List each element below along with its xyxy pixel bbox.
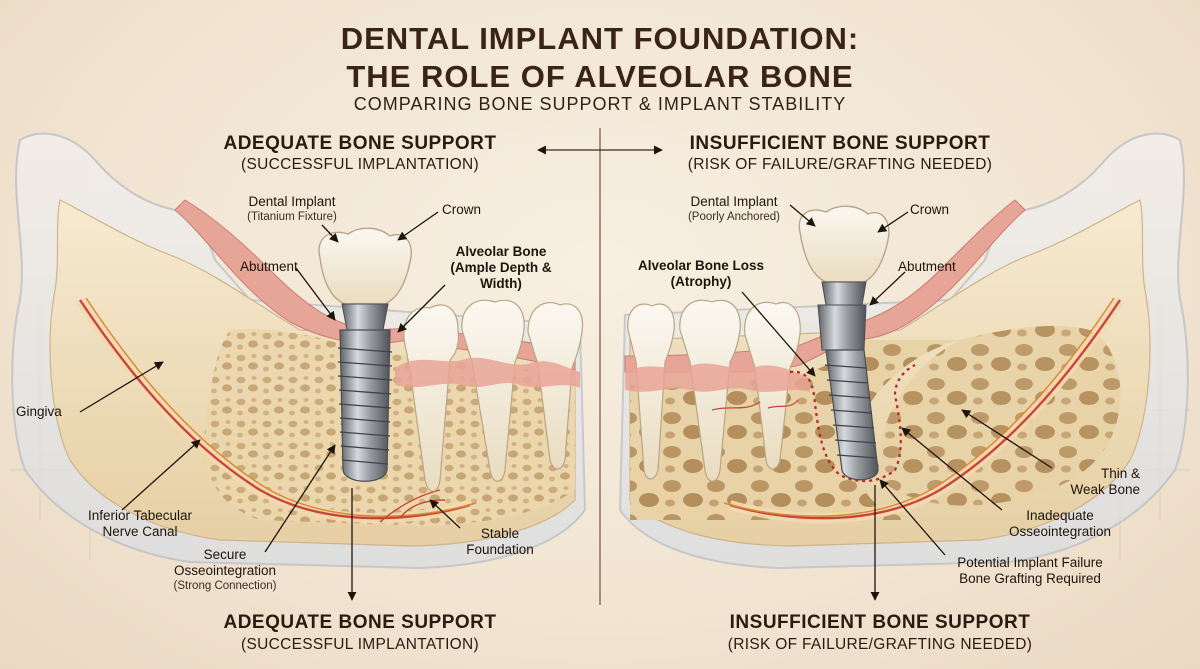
right-jaw [618, 132, 1189, 601]
right-subheading: (RISK OF FAILURE/GRAFTING NEEDED) [687, 156, 993, 173]
label-gingiva: Gingiva [16, 404, 62, 419]
label-thin-weak-bone: Thin & Weak Bone [1070, 466, 1140, 497]
left-footer-subheading: (SUCCESSFUL IMPLANTATION) [240, 636, 479, 653]
left-natural-teeth [403, 299, 584, 492]
title-line-2: THE ROLE OF ALVEOLAR BONE [346, 59, 854, 94]
label-crown-right: Crown [910, 202, 950, 217]
label-crown-left: Crown [442, 202, 482, 217]
right-heading: INSUFFICIENT BONE SUPPORT [689, 133, 991, 154]
label-secure-osseointegration: Secure Osseointegration (Strong Connecti… [173, 547, 277, 592]
label-inadequate-osseointegration: Inadequate Osseointegration [1008, 508, 1112, 539]
right-footer-subheading: (RISK OF FAILURE/GRAFTING NEEDED) [727, 636, 1033, 653]
right-footer-heading: INSUFFICIENT BONE SUPPORT [729, 612, 1031, 633]
label-abutment-left: Abutment [240, 259, 298, 274]
left-subheading: (SUCCESSFUL IMPLANTATION) [240, 156, 479, 173]
subtitle: COMPARING BONE SUPPORT & IMPLANT STABILI… [353, 94, 847, 114]
label-alveolar-bone: Alveolar Bone (Ample Depth & Width) [450, 244, 552, 291]
left-footer-heading: ADEQUATE BONE SUPPORT [223, 612, 497, 633]
label-potential-failure: Potential Implant Failure Bone Grafting … [957, 555, 1103, 586]
right-implant [798, 205, 890, 481]
label-dental-implant-right: Dental Implant (Poorly Anchored) [687, 194, 781, 223]
label-stable-foundation: Stable Foundation [466, 526, 534, 557]
left-jaw [11, 132, 587, 601]
left-implant [318, 227, 412, 482]
label-dental-implant-left: Dental Implant (Titanium Fixture) [247, 194, 337, 223]
label-abutment-right: Abutment [898, 259, 956, 274]
label-nerve-canal: Inferior Tabecular Nerve Canal [87, 508, 193, 539]
title-line-1: DENTAL IMPLANT FOUNDATION: [340, 21, 860, 56]
left-heading: ADEQUATE BONE SUPPORT [223, 133, 497, 154]
label-bone-loss: Alveolar Bone Loss (Atrophy) [637, 258, 765, 289]
